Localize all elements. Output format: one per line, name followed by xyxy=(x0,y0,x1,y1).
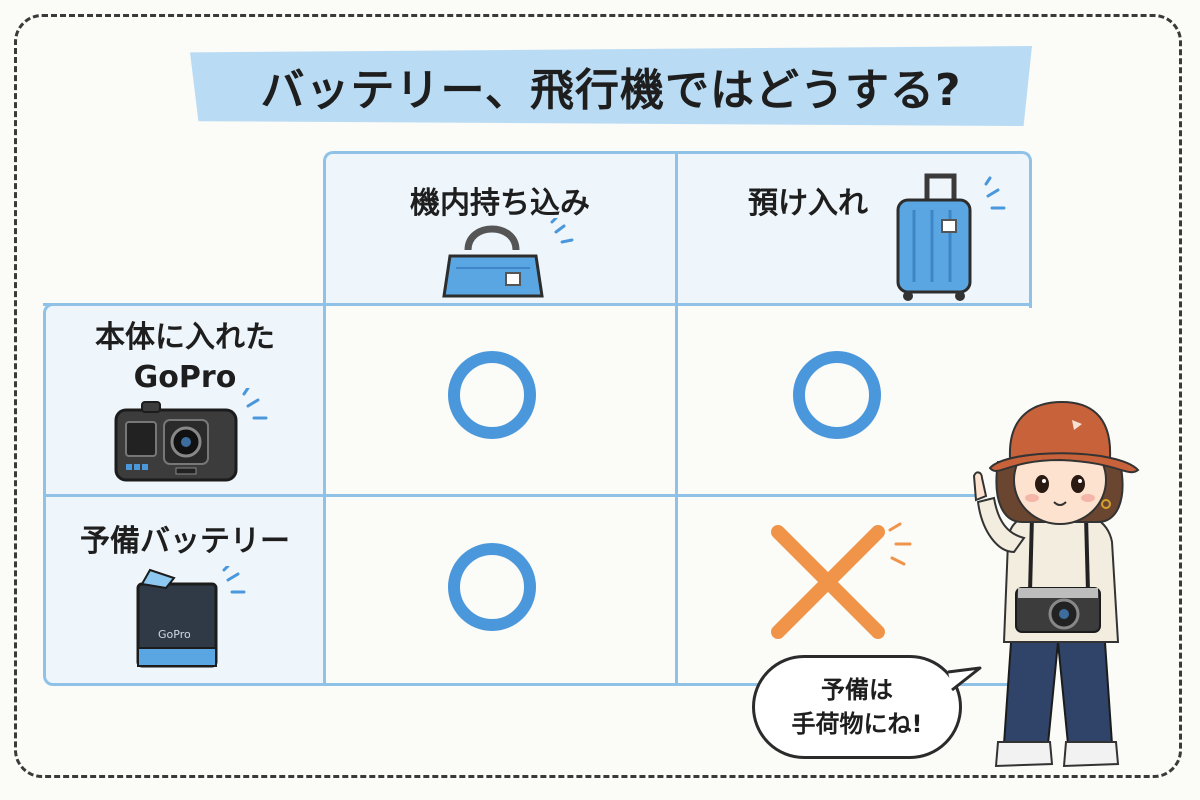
suitcase-icon xyxy=(896,173,1006,301)
row-header-gopro: 本体に入れた GoPro xyxy=(45,318,325,398)
speech-line1: 予備は xyxy=(821,676,893,704)
character-illustration xyxy=(972,400,1140,768)
page-title: バッテリー、飛行機ではどうする? xyxy=(260,65,962,116)
speech-line2: 手荷物にね! xyxy=(791,710,923,738)
divider-h-top xyxy=(43,303,1032,306)
title-band xyxy=(190,46,1032,126)
row-header-battery: 予備バッテリー xyxy=(45,522,325,562)
dashed-frame xyxy=(14,14,1182,778)
mark-not-allowed-battery-checked xyxy=(771,522,912,639)
column-header-checked: 預け入れ xyxy=(748,186,868,221)
speech-bubble-tail xyxy=(947,666,982,692)
divider-h1 xyxy=(43,494,983,497)
handbag-icon xyxy=(442,218,574,298)
mark-allowed-gopro-checked xyxy=(793,351,881,439)
action-camera-icon xyxy=(114,388,268,482)
speech-bubble: 予備は 手荷物にね! xyxy=(752,655,962,759)
column-header-carry-on: 機内持ち込み xyxy=(410,186,590,221)
battery-brand-label: GoPro xyxy=(158,628,191,641)
divider-v2 xyxy=(675,151,678,686)
mark-allowed-gopro-carry-on xyxy=(448,351,536,439)
row-header-gopro-line1: 本体に入れた xyxy=(95,320,275,355)
mark-allowed-battery-carry-on xyxy=(448,543,536,631)
battery-icon: GoPro xyxy=(136,566,246,668)
row-header-gopro-line2: GoPro xyxy=(133,360,237,395)
row-header-battery-line1: 予備バッテリー xyxy=(80,524,290,559)
